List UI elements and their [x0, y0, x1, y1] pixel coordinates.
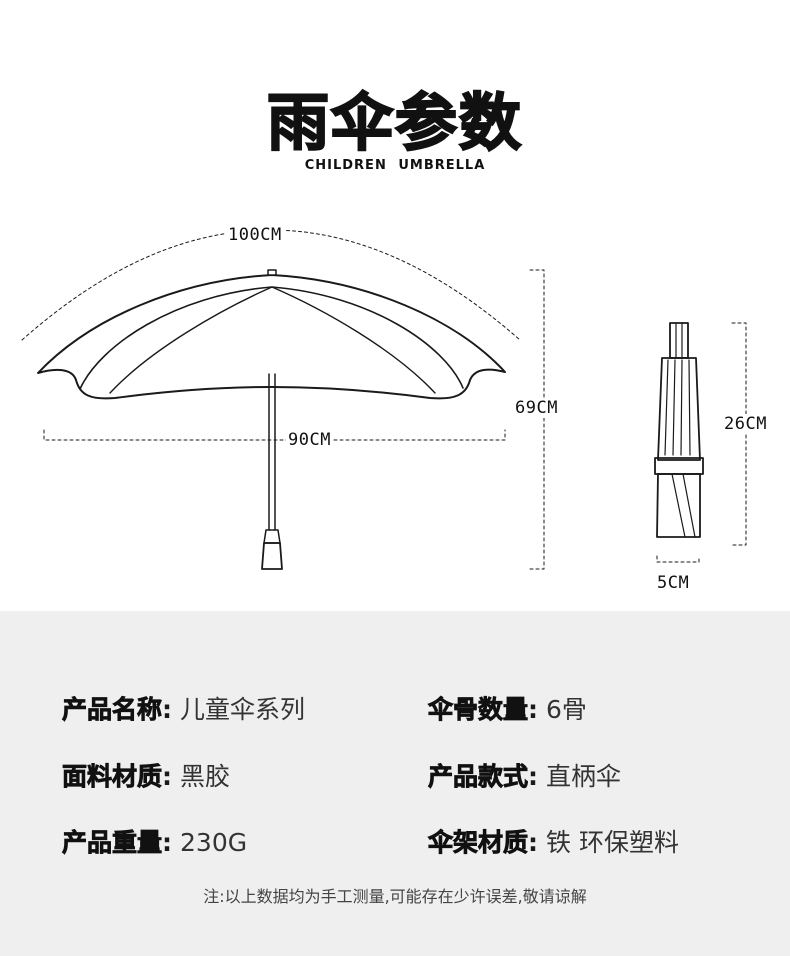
spec-key: 伞架材质: [428, 828, 529, 858]
spec-colon: :: [162, 828, 173, 857]
canopy-arc-dashed-line: [21, 229, 521, 341]
spec-rib-count: 伞骨数量:6骨: [428, 690, 587, 726]
spec-key: 伞骨数量: [428, 695, 529, 725]
open-height-label: 69CM: [513, 398, 560, 418]
spec-colon: :: [162, 695, 173, 724]
spec-colon: :: [528, 695, 539, 724]
spec-value: 6骨: [546, 695, 587, 724]
page-subtitle: CHILDREN UMBRELLA: [304, 158, 486, 173]
spec-key: 面料材质: [62, 762, 163, 792]
folded-width-dashed-line: [656, 555, 700, 563]
measurement-note: 注:以上数据均为手工测量,可能存在少许误差,敬请谅解: [203, 887, 587, 906]
open-umbrella-icon: [37, 269, 506, 570]
spec-fabric: 面料材质:黑胶: [62, 757, 230, 793]
folded-umbrella-icon: [654, 322, 704, 538]
spec-panel: [0, 611, 790, 956]
spec-style: 产品款式:直柄伞: [428, 757, 621, 793]
spec-colon: :: [528, 828, 539, 857]
spec-weight: 产品重量:230G: [62, 823, 248, 859]
spec-colon: :: [162, 762, 173, 791]
spec-key: 产品名称: [62, 695, 163, 725]
spec-value: 铁 环保塑料: [546, 828, 679, 857]
folded-length-label: 26CM: [722, 414, 769, 434]
folded-width-label: 5CM: [655, 573, 692, 593]
spec-value: 儿童伞系列: [180, 695, 306, 724]
folded-length-dashed-line: [731, 322, 747, 546]
spec-value: 黑胶: [180, 762, 231, 791]
page-title: 雨伞参数: [266, 85, 523, 160]
spec-key: 产品款式: [428, 762, 529, 792]
spec-key: 产品重量: [62, 828, 163, 858]
canopy-width-dashed-line: [43, 429, 506, 441]
spec-colon: :: [528, 762, 539, 791]
spec-product-name: 产品名称:儿童伞系列: [62, 690, 305, 726]
canopy-arc-label: 100CM: [226, 225, 284, 245]
canopy-width-label: 90CM: [286, 430, 333, 450]
spec-frame-material: 伞架材质:铁 环保塑料: [428, 823, 679, 859]
spec-value: 直柄伞: [546, 762, 622, 791]
spec-value: 230G: [180, 828, 248, 857]
open-height-dashed-line: [529, 269, 545, 570]
umbrella-diagram: [21, 229, 747, 570]
